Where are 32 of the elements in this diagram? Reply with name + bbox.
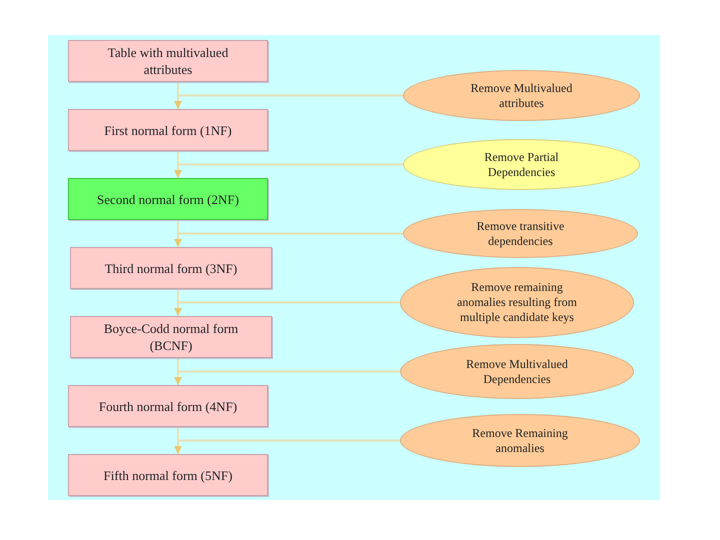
process-box <box>70 316 272 358</box>
node-label: Third normal form (3NF) <box>104 260 238 276</box>
arrow <box>174 427 182 454</box>
node-label: Second normal form (2NF) <box>97 190 239 208</box>
leader-line <box>178 370 400 372</box>
node-label: Fourth normal form (4NF) <box>98 398 238 414</box>
node-label: Remove Multivalued attributes <box>470 80 574 110</box>
process-box <box>70 247 272 289</box>
node-label: Remove transitive dependencies <box>476 218 566 248</box>
process-box <box>68 454 268 496</box>
process-box <box>68 40 268 82</box>
process-box <box>68 178 268 220</box>
process-box <box>68 109 268 151</box>
node-label: Boyce-Codd normal form (BCNF) <box>102 320 240 354</box>
arrow <box>174 289 182 316</box>
leader-line <box>178 232 403 234</box>
leader-line <box>178 94 403 96</box>
leader-line <box>178 164 403 166</box>
node-label: Remove Remaining anomalies <box>471 426 569 456</box>
node-label: First normal form (1NF) <box>104 122 232 138</box>
leader-line <box>178 302 400 304</box>
arrow <box>174 82 182 109</box>
node-label: Remove Multivalued Dependencies <box>465 356 569 386</box>
arrow <box>174 358 182 385</box>
node-label: Remove remaining anomalies resulting from multiple candidate keys <box>456 280 578 325</box>
process-box <box>68 385 268 427</box>
arrow <box>174 151 182 178</box>
node-label: Remove Partial Dependencies <box>483 150 560 180</box>
node-label: Fifth normal form (5NF) <box>104 466 232 484</box>
arrow <box>174 220 182 247</box>
node-label: Table with multivalued attributes <box>106 44 230 78</box>
leader-line <box>178 440 400 442</box>
